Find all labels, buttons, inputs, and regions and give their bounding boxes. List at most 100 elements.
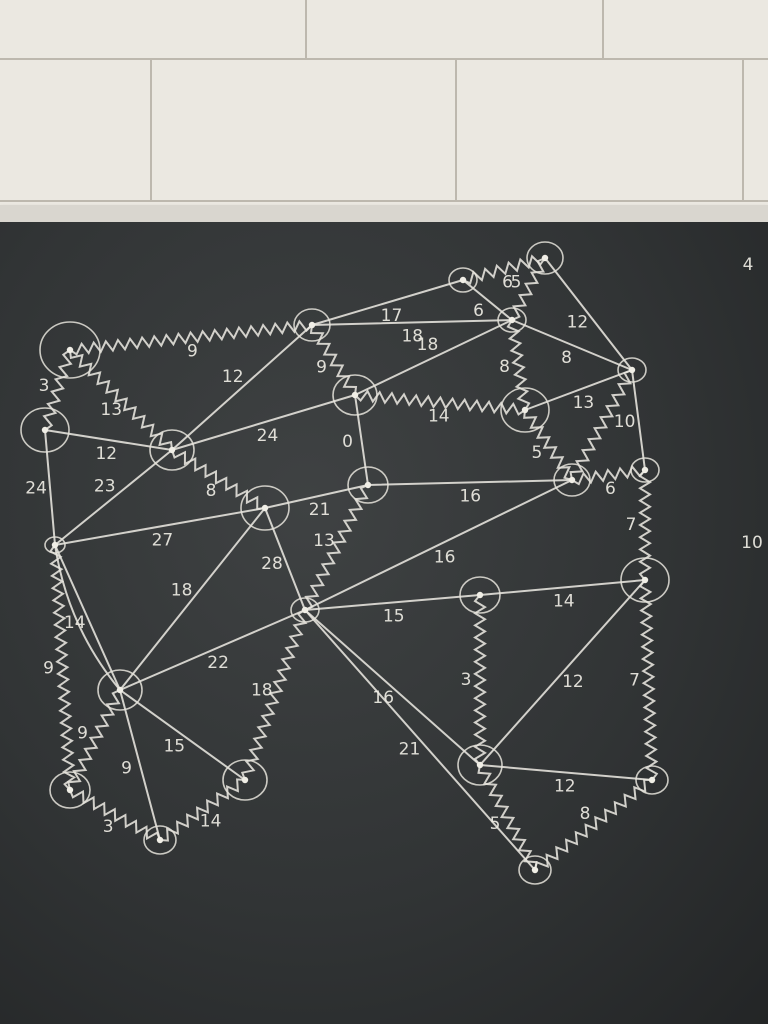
node-dot xyxy=(476,761,484,769)
graph-edge xyxy=(544,257,633,371)
edge-weight-label: 18 xyxy=(417,335,439,355)
node-ring xyxy=(497,307,527,333)
graph-node xyxy=(332,374,378,416)
node-ring xyxy=(293,308,331,342)
graph-edge xyxy=(304,479,573,611)
tree-edge xyxy=(67,689,121,791)
graph-node xyxy=(497,307,527,333)
node-ring xyxy=(635,765,669,795)
tree-edge xyxy=(506,319,531,411)
edge-weight-label: 8 xyxy=(206,481,217,501)
node-dot xyxy=(476,591,484,599)
edge-weight-label: 22 xyxy=(207,653,229,673)
graph-edge xyxy=(119,507,266,691)
graph-node xyxy=(97,669,143,711)
node-dot xyxy=(308,321,316,329)
node-ring xyxy=(39,321,101,379)
node-ring xyxy=(332,374,378,416)
graph-edge xyxy=(54,544,121,691)
graph-edge xyxy=(354,394,369,486)
graph-node xyxy=(617,357,647,383)
graph-edge xyxy=(479,579,646,766)
node-dot xyxy=(41,426,49,434)
graph-edge xyxy=(479,579,646,596)
edge-weight-label: 3 xyxy=(103,817,114,837)
edge-weight-label: 14 xyxy=(553,591,575,611)
node-dot xyxy=(116,686,124,694)
node-dot xyxy=(241,776,249,784)
graph-edge xyxy=(264,507,306,611)
graph-node xyxy=(222,759,268,801)
edge-weight-label: 9 xyxy=(316,357,327,377)
mortar-line xyxy=(602,0,604,58)
edge-weight-label: 14 xyxy=(64,613,86,633)
graph-node xyxy=(457,744,503,786)
graph-node xyxy=(620,557,670,603)
graph-node xyxy=(240,485,290,531)
stray-chalk-mark: 4 xyxy=(743,255,754,275)
node-ring xyxy=(553,463,591,497)
edge-weight-label: 5 xyxy=(490,814,501,834)
node-dot xyxy=(261,504,269,512)
edge-weight-label: 18 xyxy=(171,580,193,600)
edge-weight-label: 16 xyxy=(372,688,394,708)
node-ring xyxy=(149,429,195,471)
tree-edge xyxy=(638,579,659,781)
edge-weight-label: 21 xyxy=(309,500,331,520)
edge-weight-label: 12 xyxy=(567,313,589,333)
graph-node xyxy=(448,267,478,293)
edge-weight-label: 14 xyxy=(200,811,222,831)
node-dot xyxy=(301,606,309,614)
edge-weight-label: 16 xyxy=(434,548,456,568)
graph-node xyxy=(630,457,660,483)
graph-edge xyxy=(304,594,481,611)
stray-marks-layer: 4 10 xyxy=(741,255,763,553)
tree-edge xyxy=(309,324,358,396)
edge-weight-label: 3 xyxy=(461,670,472,690)
edge-weight-label: 6 xyxy=(502,273,513,293)
node-dot xyxy=(521,406,529,414)
node-dot xyxy=(66,786,74,794)
graph-node xyxy=(347,466,389,504)
graph-edge xyxy=(119,689,161,841)
graph-node xyxy=(293,308,331,342)
node-ring xyxy=(448,267,478,293)
tree-edge xyxy=(523,409,573,481)
edge-weight-label: 10 xyxy=(614,412,636,432)
tree-edge xyxy=(171,449,266,511)
graph-node xyxy=(459,576,501,614)
graph-edge xyxy=(311,279,464,326)
graph-edge xyxy=(119,689,246,781)
node-dot xyxy=(541,254,549,262)
graph-edge xyxy=(462,279,513,321)
node-dot xyxy=(568,476,576,484)
node-ring xyxy=(240,485,290,531)
edge-weight-label: 14 xyxy=(428,406,450,426)
edge-weight-label: 16 xyxy=(459,487,481,507)
tree-edge xyxy=(473,594,487,766)
graph-edge xyxy=(54,449,173,546)
edge-weight-label: 9 xyxy=(77,724,88,744)
edge-weight-label: 24 xyxy=(25,479,47,499)
node-dot xyxy=(648,776,656,784)
graph-node xyxy=(49,771,91,809)
edge-weight-label: 7 xyxy=(626,515,637,535)
node-ring xyxy=(526,241,564,275)
chalkboard xyxy=(0,222,768,1024)
node-dot xyxy=(66,346,74,354)
tree-edge xyxy=(48,544,77,791)
mortar-line xyxy=(742,58,744,200)
graph-edge xyxy=(264,484,369,509)
graph-edge xyxy=(54,544,121,691)
edge-weight-label: 23 xyxy=(94,477,116,497)
edge-weight-label: 8 xyxy=(561,348,572,368)
graph-edge xyxy=(631,369,646,471)
edge-weight-label: 12 xyxy=(554,776,576,796)
graph-node xyxy=(44,536,66,554)
node-ring xyxy=(518,855,552,885)
node-dot xyxy=(508,316,516,324)
tree-edge xyxy=(240,609,308,781)
node-dot xyxy=(168,446,176,454)
edge-weight-label: 9 xyxy=(121,759,132,779)
stray-chalk-mark: 10 xyxy=(741,533,763,553)
